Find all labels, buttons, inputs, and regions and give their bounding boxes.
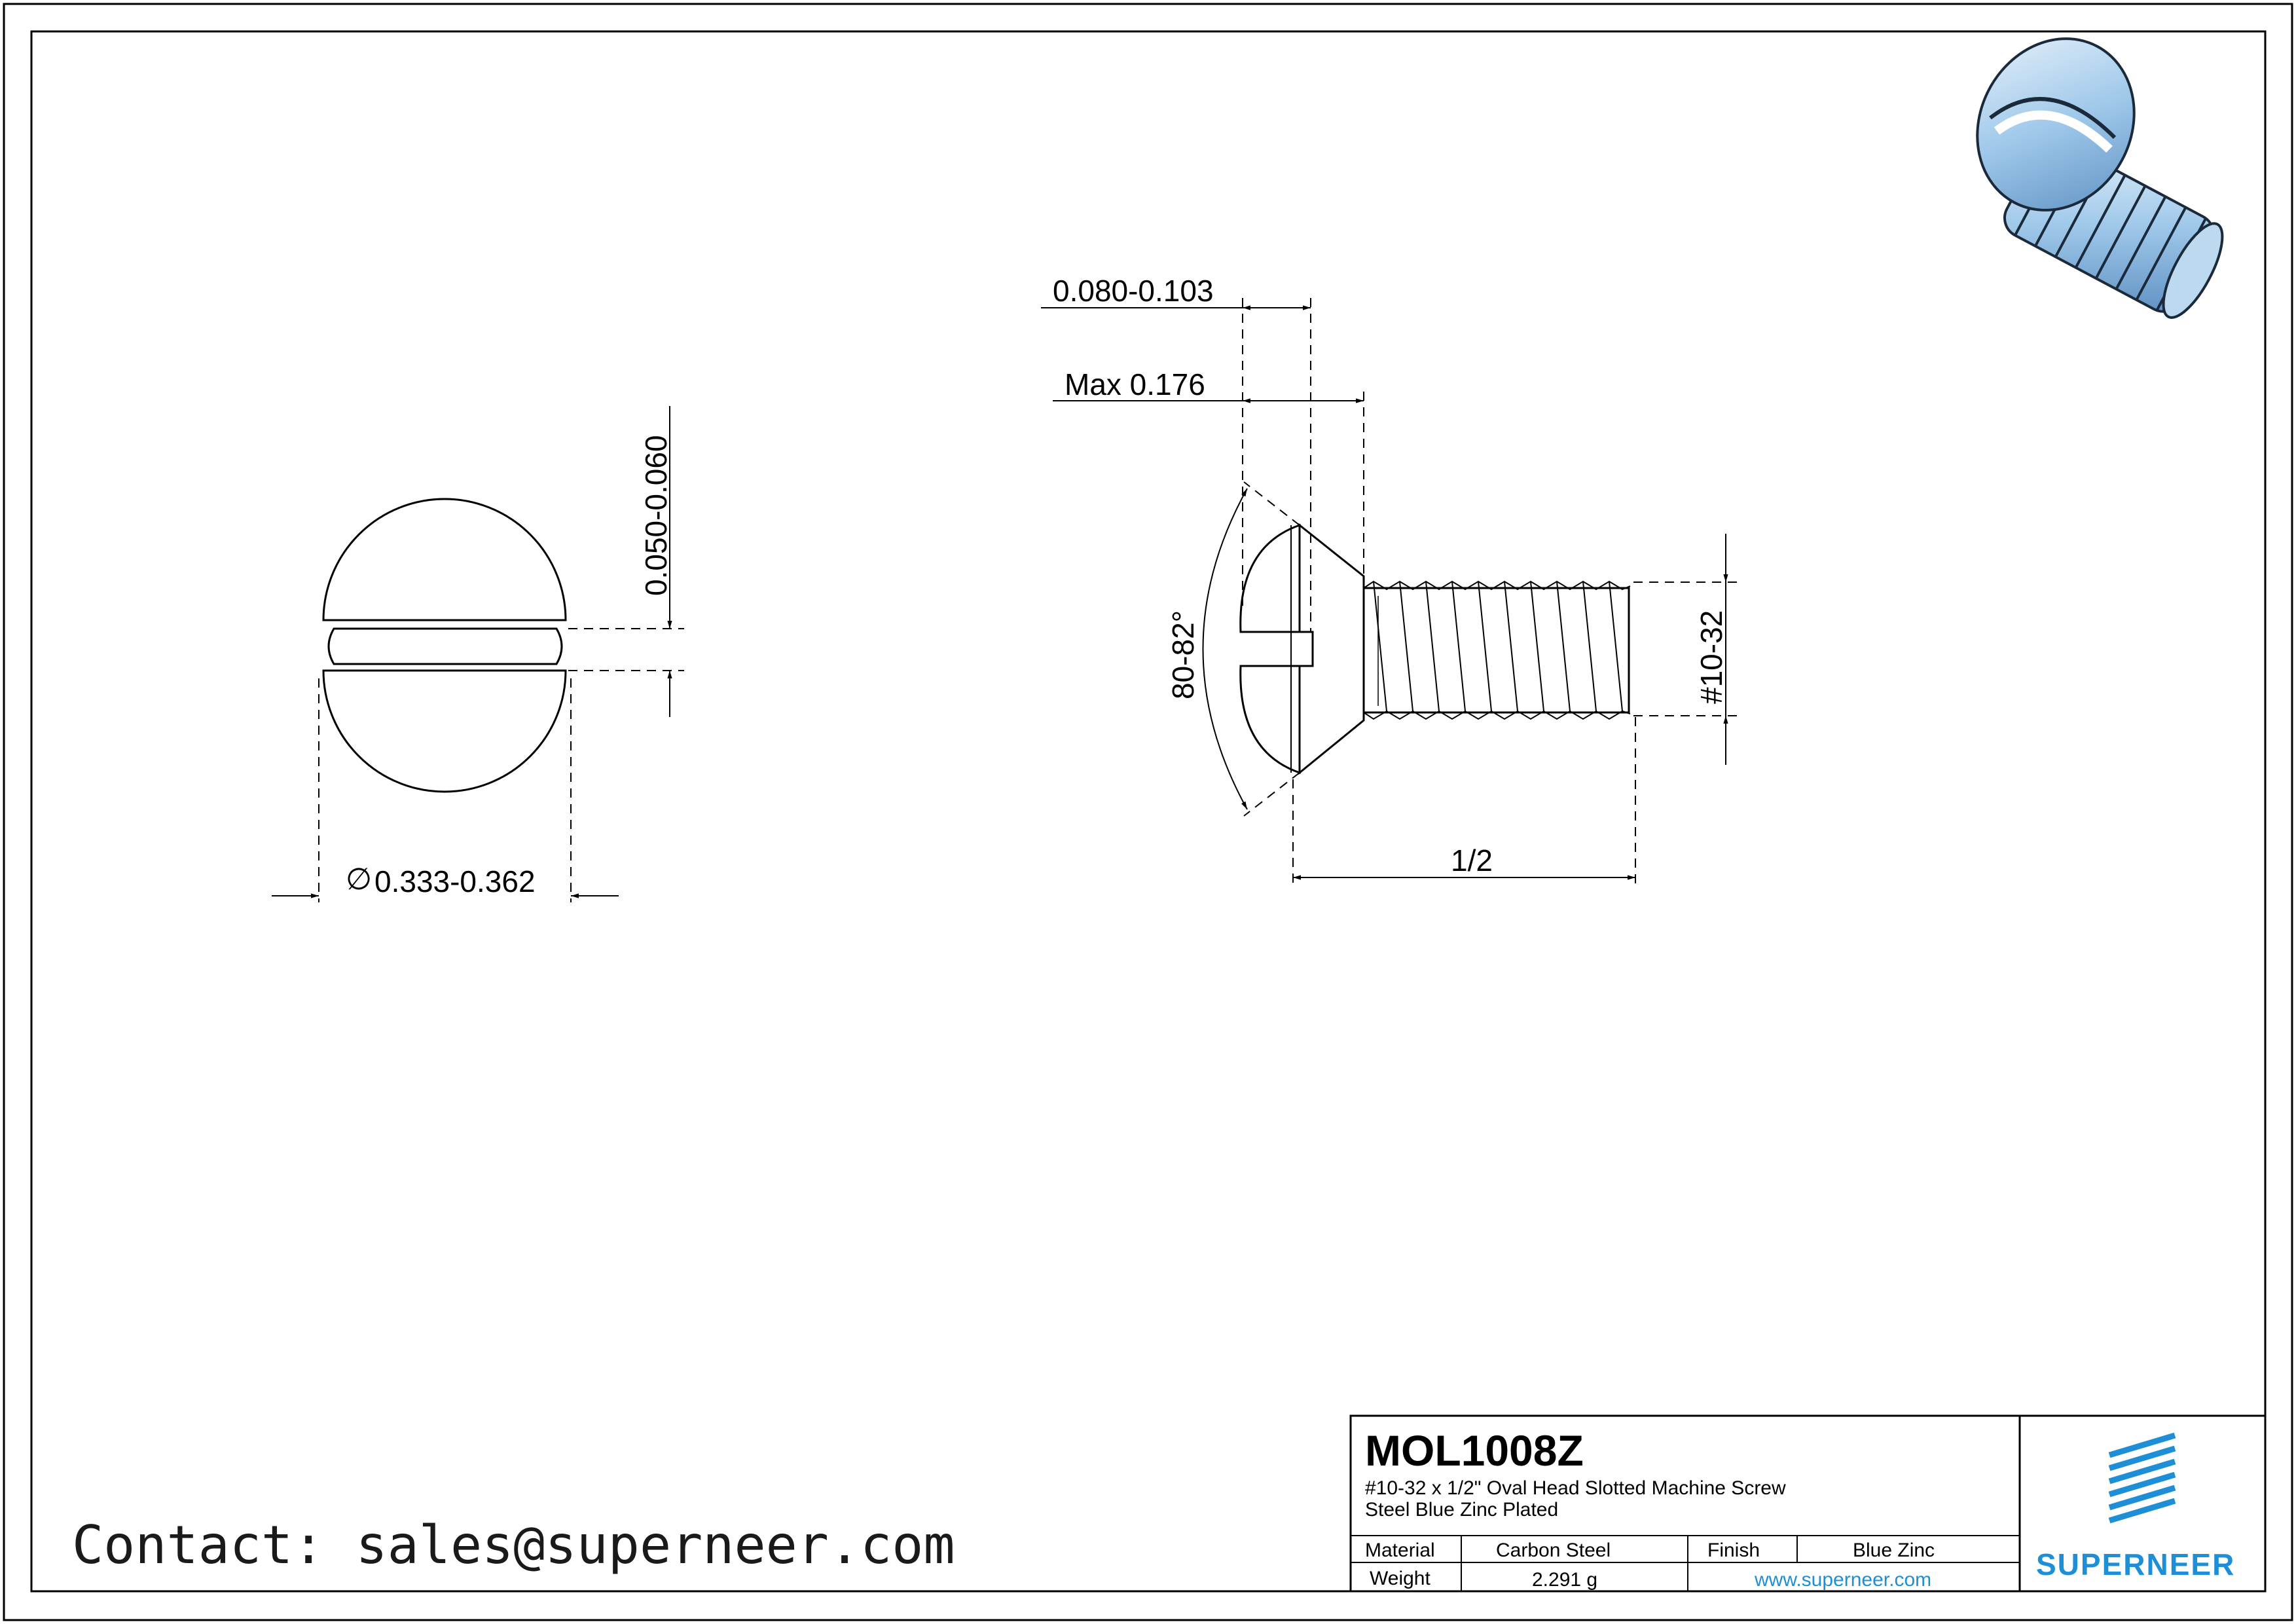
description-line-2: Steel Blue Zinc Plated — [1365, 1499, 1558, 1521]
screw-side-view — [1239, 523, 1630, 775]
finish-value: Blue Zinc — [1853, 1540, 1935, 1561]
superneer-stripes-logo — [2108, 1432, 2176, 1524]
diameter-symbol: ∅ — [346, 862, 372, 896]
head-angle-dimension — [1202, 481, 1300, 817]
part-number: MOL1008Z — [1365, 1426, 1584, 1475]
material-label: Material — [1365, 1540, 1435, 1561]
thread-size-label: #10-32 — [1694, 610, 1728, 704]
slot-width-label: 0.050-0.060 — [639, 435, 673, 596]
head-diameter-label: 0.333-0.362 — [374, 864, 536, 898]
weight-label: Weight — [1370, 1568, 1430, 1589]
length-label: 1/2 — [1451, 843, 1493, 877]
thread-size-dimension — [1633, 534, 1741, 765]
head-max-dimension — [1053, 392, 1364, 576]
description-line-1: #10-32 x 1/2" Oval Head Slotted Machine … — [1365, 1477, 1786, 1499]
contact-email[interactable]: Contact: sales@superneer.com — [72, 1515, 955, 1576]
brand-name: SUPERNEER — [2036, 1547, 2235, 1581]
screw-3d-render-icon — [1976, 37, 2224, 319]
slot-width-dimension — [568, 406, 684, 717]
inner-border — [30, 30, 2267, 1593]
thread-pattern — [1363, 580, 1631, 720]
weight-value: 2.291 g — [1532, 1569, 1597, 1591]
head-max-label: Max 0.176 — [1065, 367, 1205, 401]
head-top-view — [322, 498, 567, 793]
head-height-label: 0.080-0.103 — [1053, 274, 1214, 308]
website-link[interactable]: www.superneer.com — [1754, 1569, 1931, 1591]
head-angle-label: 80-82° — [1166, 610, 1200, 699]
finish-label: Finish — [1707, 1540, 1760, 1561]
length-dimension — [1292, 717, 1636, 885]
head-diameter-dimension — [272, 678, 619, 902]
material-value: Carbon Steel — [1496, 1540, 1611, 1561]
outer-border — [3, 3, 2293, 1621]
